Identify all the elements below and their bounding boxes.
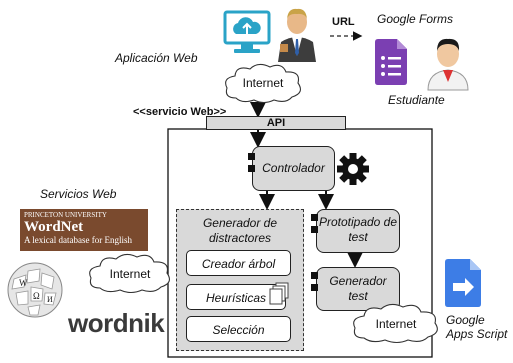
test-generator-port-top bbox=[311, 272, 318, 279]
internet-cloud-top-label: Internet bbox=[242, 76, 284, 90]
test-generator-port-bottom bbox=[311, 284, 318, 291]
heuristics-box: Heurísticas bbox=[186, 284, 286, 310]
api-label: API bbox=[266, 117, 286, 129]
student-avatar-icon bbox=[424, 32, 472, 91]
test-generator-box: Generador test bbox=[316, 267, 400, 311]
google-apps-script-icon bbox=[443, 258, 483, 308]
svg-text:И: И bbox=[47, 295, 53, 304]
princeton-label: PRINCETON UNIVERSITY bbox=[24, 211, 107, 219]
api-bar: API bbox=[206, 116, 346, 130]
tree-creator-box: Creador árbol bbox=[186, 250, 291, 276]
google-forms-label: Google Forms bbox=[377, 12, 454, 26]
wordnet-title: WordNet bbox=[24, 219, 84, 235]
apps-script-label: Google Apps Script bbox=[446, 313, 508, 341]
google-forms-icon bbox=[373, 38, 409, 86]
tree-creator-label: Creador árbol bbox=[201, 257, 276, 271]
selection-box: Selección bbox=[186, 316, 291, 342]
cloud-upload-monitor-icon bbox=[222, 10, 272, 56]
web-app-label: Aplicación Web bbox=[115, 51, 198, 65]
distractor-generator-title: Generador de distractores bbox=[202, 216, 278, 245]
prototyping-port-top bbox=[311, 214, 318, 221]
internet-cloud-bottom-label: Internet bbox=[375, 317, 417, 331]
test-generator-label: Generador test bbox=[329, 274, 387, 303]
internet-cloud-bottom: Internet bbox=[350, 302, 442, 344]
web-service-stereotype: <<servicio Web>> bbox=[133, 106, 227, 118]
internet-cloud-left: Internet bbox=[86, 252, 174, 294]
url-label: URL bbox=[332, 16, 355, 28]
prototyping-box: Prototipado de test bbox=[316, 209, 400, 253]
internet-cloud-top: Internet bbox=[222, 62, 304, 104]
controller-port-top bbox=[248, 153, 255, 160]
svg-text:W: W bbox=[19, 278, 28, 288]
controller-port-bottom bbox=[248, 165, 255, 172]
prototyping-label: Prototipado de test bbox=[318, 215, 398, 244]
selection-label: Selección bbox=[212, 323, 265, 337]
wikipedia-globe-icon: W Ω И bbox=[4, 259, 66, 321]
internet-cloud-left-label: Internet bbox=[109, 267, 151, 281]
wordnik-logo: wordnik bbox=[68, 308, 165, 338]
controller-label: Controlador bbox=[262, 161, 325, 175]
prototyping-port-bottom bbox=[311, 226, 318, 233]
wordnet-logo: PRINCETON UNIVERSITY WordNet A lexical d… bbox=[20, 209, 148, 251]
controller-box: Controlador bbox=[252, 146, 335, 191]
businessman-icon bbox=[272, 4, 322, 62]
web-services-title: Servicios Web bbox=[40, 187, 117, 201]
wordnet-subtitle: A lexical database for English bbox=[24, 235, 132, 245]
document-stack-icon bbox=[268, 281, 292, 307]
student-label: Estudiante bbox=[388, 93, 445, 107]
heuristics-label: Heurísticas bbox=[205, 291, 267, 305]
svg-text:Ω: Ω bbox=[33, 291, 40, 301]
gear-icon bbox=[336, 152, 370, 186]
